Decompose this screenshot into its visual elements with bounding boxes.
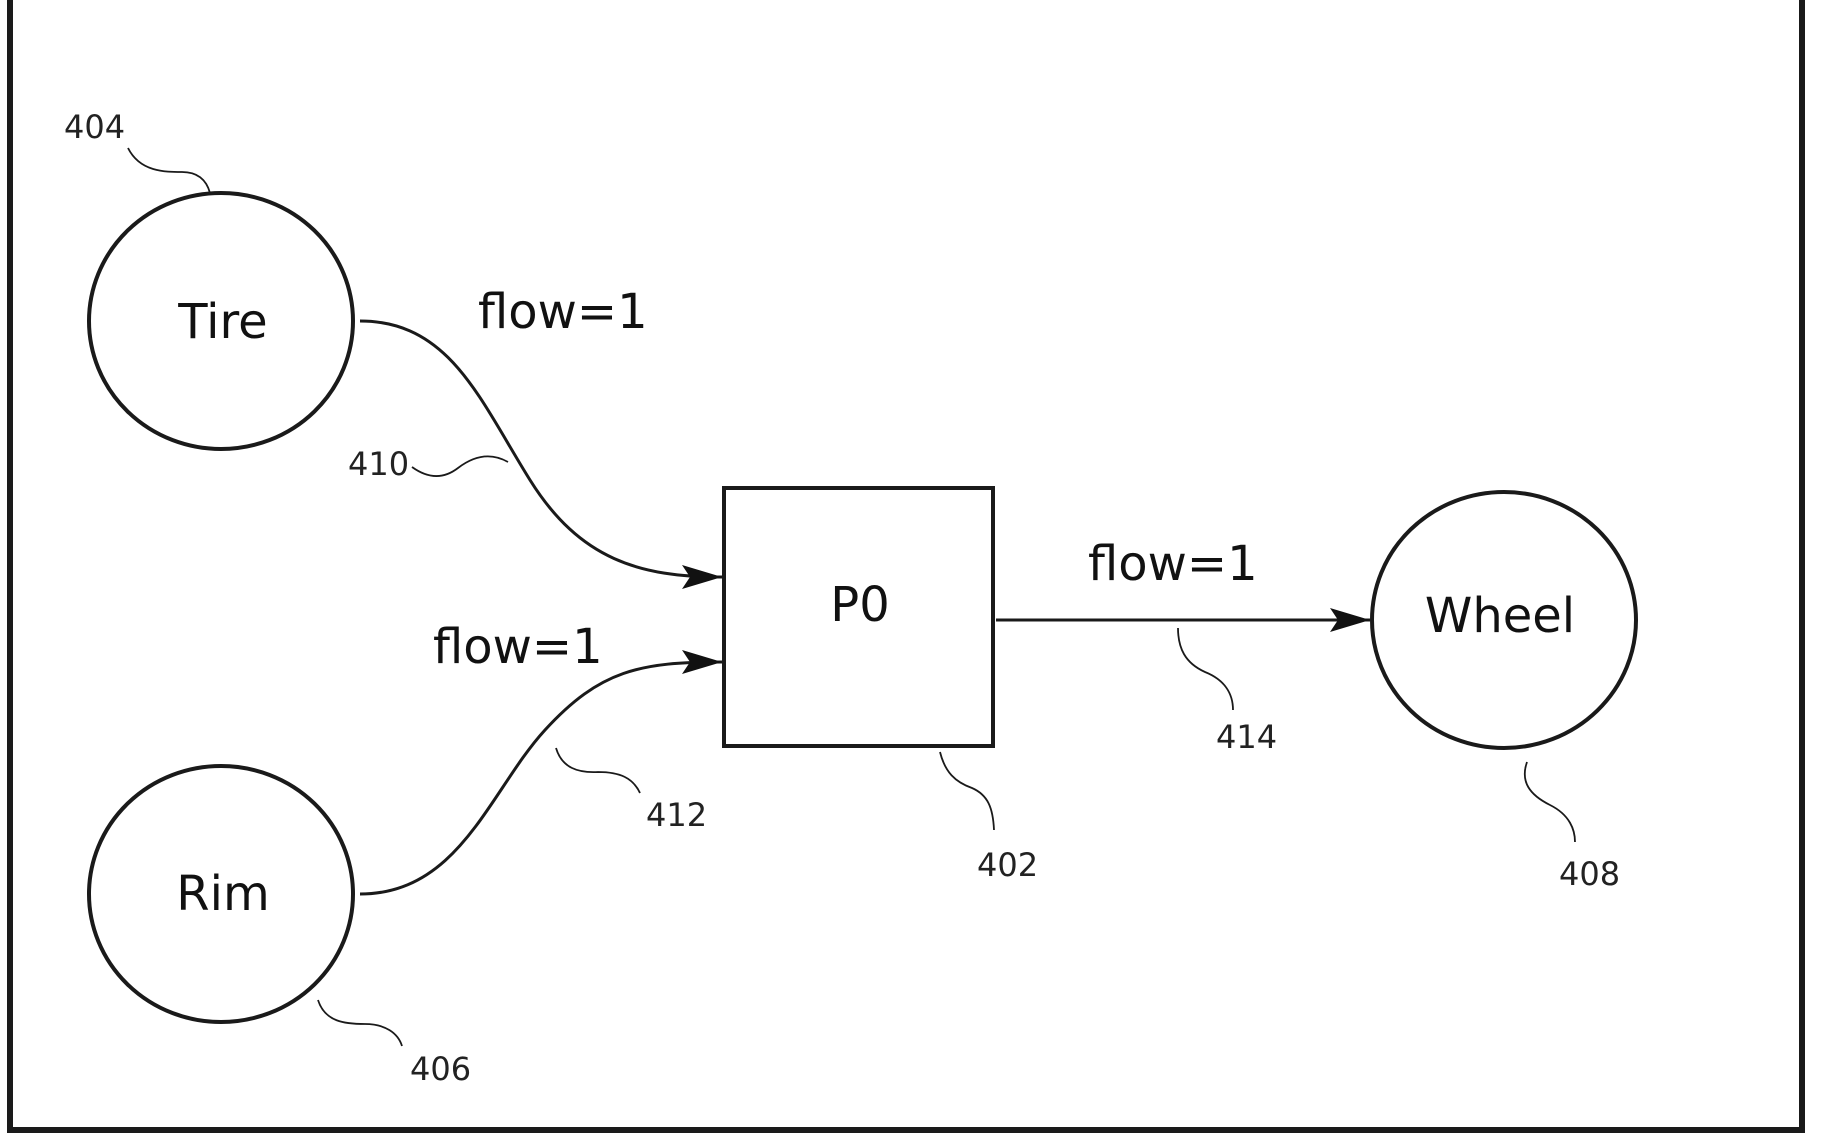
- leader-414: [1178, 628, 1233, 710]
- ref-402: 402: [977, 846, 1038, 884]
- ref-414: 414: [1216, 718, 1277, 756]
- leader-412: [556, 748, 640, 793]
- edge-wheel-flow-label: flow=1: [1088, 536, 1258, 592]
- leader-402: [940, 752, 994, 830]
- ref-408: 408: [1559, 855, 1620, 893]
- edge-tire-flow-label: flow=1: [478, 284, 648, 340]
- rim-node: Rim: [89, 766, 353, 1022]
- leader-406: [318, 1000, 402, 1046]
- tire-node: Tire: [89, 193, 353, 449]
- process-label: P0: [830, 577, 889, 633]
- leader-410: [412, 456, 508, 476]
- leader-404: [128, 148, 210, 193]
- edge-rim-flow-label: flow=1: [433, 619, 603, 675]
- rim-label: Rim: [176, 866, 269, 922]
- process-node: P0: [724, 488, 993, 746]
- edge-rim-to-process: [360, 662, 722, 894]
- wheel-label: Wheel: [1425, 588, 1575, 644]
- tire-label: Tire: [177, 294, 267, 350]
- ref-404: 404: [64, 108, 125, 146]
- ref-406: 406: [410, 1050, 471, 1088]
- wheel-node: Wheel: [1372, 492, 1636, 748]
- ref-412: 412: [646, 796, 707, 834]
- edge-tire-to-process: [360, 321, 722, 577]
- ref-410: 410: [348, 445, 409, 483]
- leader-408: [1525, 762, 1575, 842]
